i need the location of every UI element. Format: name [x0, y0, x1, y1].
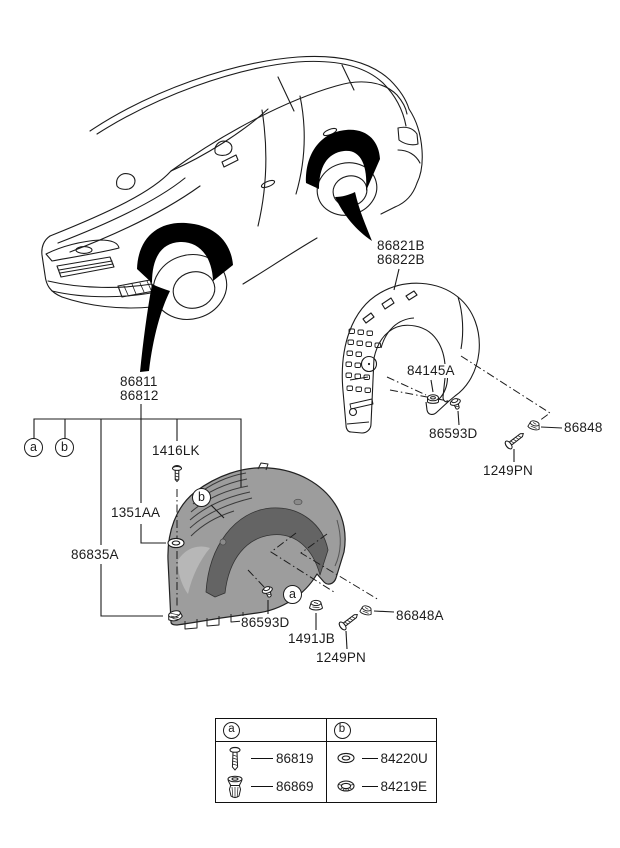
part-label-1351aa: 1351AA: [110, 505, 162, 520]
marker-b-bracket: b: [55, 438, 74, 457]
legend-leader-line: [361, 757, 378, 759]
legend-item-86819: 86819: [216, 744, 326, 772]
part-label-84145a: 84145A: [406, 363, 456, 378]
push-pin-icon: [227, 775, 243, 798]
legend-item-84219e: 84219E: [327, 772, 437, 800]
part-label-1249pn-front: 1249PN: [315, 650, 367, 665]
marker-a-liner: a: [283, 585, 302, 604]
front-wheel-liner-drawing: [167, 462, 346, 630]
legend-leader-line: [251, 785, 273, 787]
screw-icon: [337, 610, 361, 632]
part-label-86593d-rear: 86593D: [428, 426, 479, 441]
screw-icon: [503, 429, 527, 451]
clip-icon: [309, 599, 323, 611]
tapping-screw-icon: [229, 746, 241, 771]
legend-item-86869: 86869: [216, 772, 326, 800]
part-label-1249pn-rear: 1249PN: [482, 463, 534, 478]
part-label-1491jb: 1491JB: [287, 631, 336, 646]
legend-leader-line: [251, 757, 273, 759]
clip-icon: [526, 419, 542, 432]
legend-code: 86819: [276, 750, 314, 766]
part-label-86835a: 86835A: [70, 547, 120, 562]
rear-wheel-guard-drawing: [341, 282, 480, 434]
part-label-86848: 86848: [563, 420, 604, 435]
legend-header-b: b: [326, 719, 436, 742]
part-label-rear-guard: 86821B 86822B: [376, 238, 426, 267]
callout-lines: [33, 268, 563, 650]
legend-column-b: b 84220U 84219E: [325, 719, 437, 802]
legend-column-a: a 86819 86869: [216, 719, 326, 802]
marker-a-bracket: a: [24, 438, 43, 457]
part-label-86848a: 86848A: [395, 608, 445, 623]
marker-b-legend: b: [333, 721, 351, 739]
legend-leader-line: [361, 785, 378, 787]
fastener-legend-table: a 86819 86869 b: [215, 718, 437, 803]
legend-item-84220u: 84220U: [327, 744, 437, 772]
marker-b-liner: b: [192, 488, 211, 507]
part-label-1416lk: 1416LK: [151, 443, 201, 458]
grommet-icon: [336, 752, 355, 764]
legend-code: 84220U: [380, 750, 428, 766]
clip-icon: [358, 604, 374, 617]
wheel-arch-highlights: [137, 129, 380, 372]
part-label-86593d-front: 86593D: [240, 615, 291, 630]
grommet-nut-icon: [336, 780, 355, 792]
legend-code: 84219E: [380, 778, 428, 794]
grommet-icon: [167, 537, 185, 549]
legend-header-a: a: [216, 719, 326, 742]
marker-a-legend: a: [223, 721, 240, 739]
part-label-front-guard: 86811 86812: [119, 374, 160, 403]
nut-icon: [427, 394, 439, 404]
screw-icon: [172, 465, 182, 482]
car-illustration: [41, 55, 423, 320]
legend-code: 86869: [276, 778, 314, 794]
